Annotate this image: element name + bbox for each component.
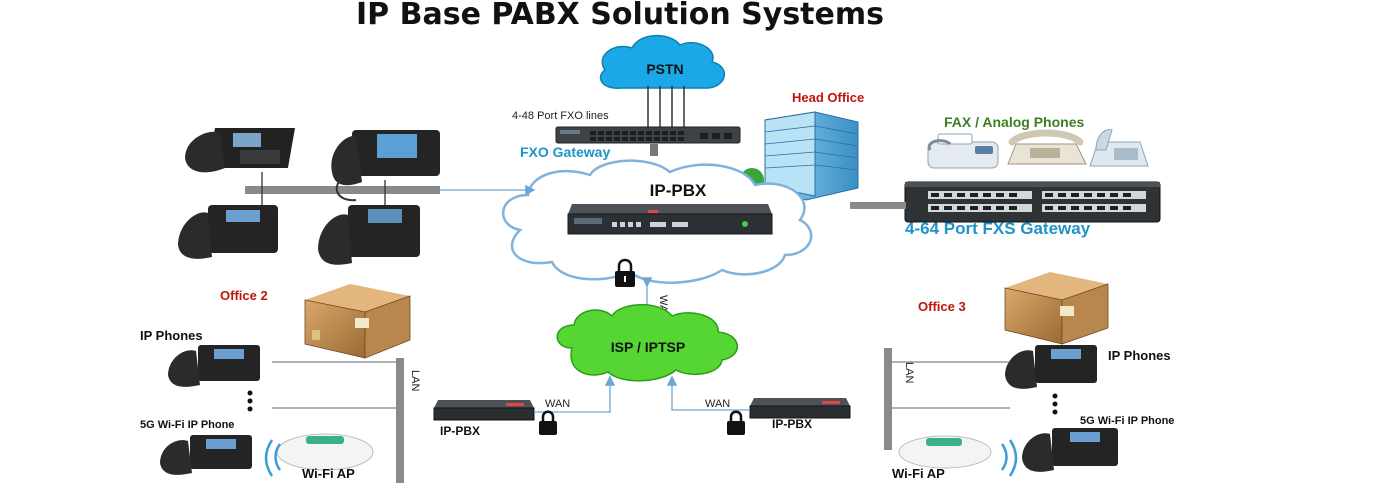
- fxo-lines: [647, 86, 685, 128]
- more-phones-dots-icon: [247, 390, 253, 412]
- ip-phone-icon: [185, 128, 295, 173]
- fxo-gateway-label: FXO Gateway: [520, 144, 610, 160]
- ip-phone-icon: [331, 130, 440, 202]
- left-lan-bar: [396, 358, 404, 483]
- right-lan-bar: [884, 348, 892, 450]
- ip-pbx-main-label: IP-PBX: [650, 181, 707, 200]
- ip-pbx-main-device: [567, 204, 773, 235]
- svg-text:ISP / IPTSP: ISP / IPTSP: [611, 339, 685, 355]
- right-wan-link: [666, 375, 750, 411]
- head-office-phone-links: [261, 172, 386, 205]
- left-wan-link: [534, 375, 616, 413]
- more-phones-dots-icon: [1052, 393, 1058, 415]
- fax-machine-icon: [927, 133, 999, 169]
- office2-label: Office 2: [220, 288, 268, 303]
- wan-left-label: WAN: [545, 398, 570, 410]
- fxo-connector: [650, 144, 658, 156]
- ip-phone-icon: [160, 435, 252, 475]
- wifi-ap-left-label: Wi-Fi AP: [302, 466, 355, 481]
- isp-cloud: ISP / IPTSP: [556, 304, 739, 382]
- office2-box-icon: [304, 284, 411, 359]
- fxo-gateway-device: [555, 126, 741, 144]
- ip-pbx-left-label: IP-PBX: [440, 424, 480, 438]
- head-office-label: Head Office: [792, 90, 864, 105]
- ip-phone-icon: [1005, 345, 1097, 389]
- wan-right-label: WAN: [705, 398, 730, 410]
- lan-right-label: LAN: [903, 362, 915, 383]
- ip-pbx-left-device: [433, 400, 535, 421]
- pstn-cloud: PSTN: [599, 34, 725, 89]
- ip-pbx-right-device: [749, 398, 851, 419]
- right-lan-lines: [890, 361, 1010, 409]
- office3-label: Office 3: [918, 299, 966, 314]
- lan-left-label: LAN: [409, 370, 421, 391]
- head-office-lan-bar: [245, 186, 440, 194]
- fxs-link-bar: [850, 202, 906, 209]
- wifi-ap-left-icon: [264, 433, 374, 477]
- ip-phone-icon: [1022, 428, 1118, 472]
- ip-phone-icon: [168, 345, 260, 387]
- svg-text:PSTN: PSTN: [646, 61, 683, 77]
- lock-icon: [615, 258, 635, 287]
- ip-phone-icon: [318, 205, 420, 265]
- office3-box-icon: [1004, 272, 1109, 345]
- fxs-gateway-label: 4-64 Port FXS Gateway: [905, 219, 1091, 238]
- ip-phones-right-label: IP Phones: [1108, 348, 1171, 363]
- lock-icon: [727, 410, 745, 435]
- fxs-gateway-device: [904, 181, 1161, 223]
- wifi-phone-left-label: 5G Wi-Fi IP Phone: [140, 419, 234, 431]
- lock-icon: [539, 410, 557, 435]
- analog-phone-icon: [1007, 129, 1087, 165]
- ip-pbx-right-label: IP-PBX: [772, 417, 812, 431]
- ip-phones-left-label: IP Phones: [140, 328, 203, 343]
- left-lan-lines: [272, 361, 398, 409]
- wifi-ap-right-label: Wi-Fi AP: [892, 466, 945, 481]
- analog-phone-icon: [1089, 129, 1149, 167]
- fax-analog-label: FAX / Analog Phones: [944, 114, 1084, 130]
- wifi-phone-right-label: 5G Wi-Fi IP Phone: [1080, 415, 1174, 427]
- diagram-title: IP Base PABX Solution Systems: [356, 0, 884, 32]
- ip-phone-icon: [178, 205, 278, 259]
- wifi-ap-right-icon: [898, 435, 1018, 477]
- fxo-lines-label: 4-48 Port FXO lines: [512, 110, 609, 122]
